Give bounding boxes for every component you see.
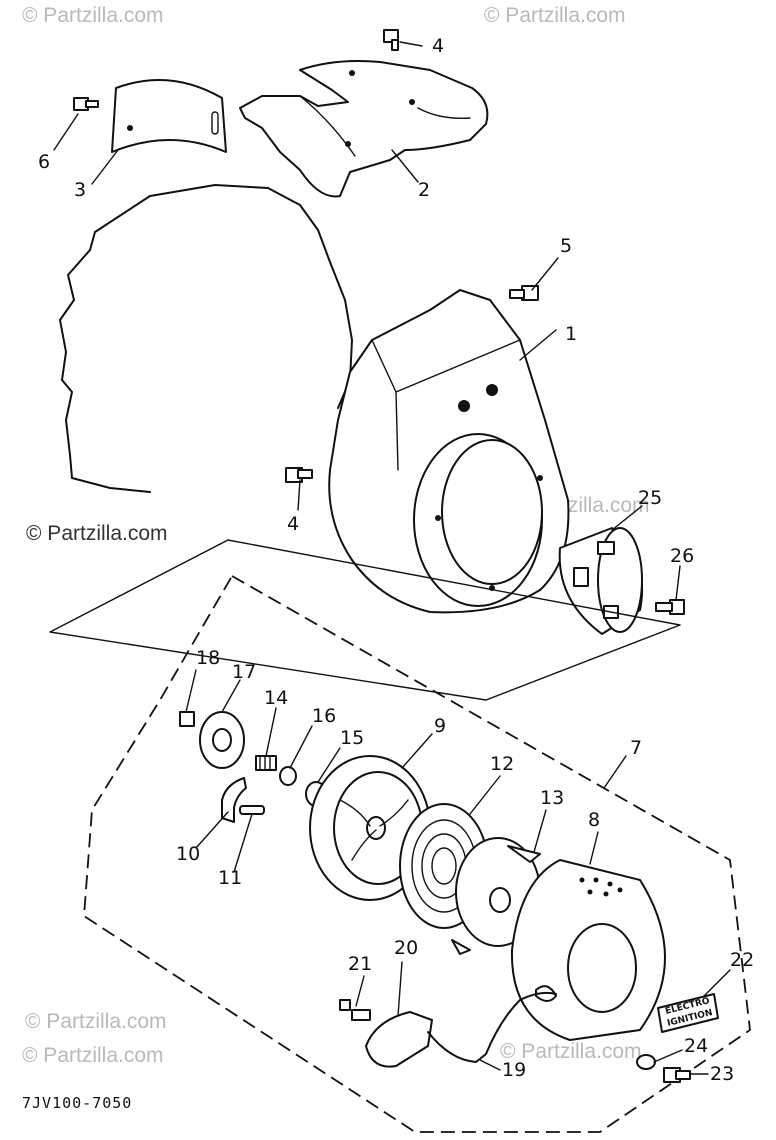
callout-1: 1 [565, 323, 577, 345]
watermark-top-left: © Partzilla.com [22, 4, 164, 27]
part-22-decal: ELECTRO IGNITION [657, 993, 719, 1033]
part-17-plate [199, 711, 245, 769]
part-2-top-cover [239, 60, 489, 198]
callout-7: 7 [630, 737, 642, 759]
callout-3: 3 [74, 179, 86, 201]
callout-20: 20 [394, 937, 418, 959]
callout-21: 21 [348, 953, 372, 975]
watermark-bottom-mid: © Partzilla.com [25, 1010, 167, 1033]
watermark-bottom-right: © Partzilla.com [500, 1040, 642, 1063]
part-2-hole-a [349, 70, 355, 76]
part-2-fold-line [299, 95, 471, 157]
callout-19: 19 [502, 1059, 526, 1081]
part-11-pin [239, 805, 265, 815]
callout-18: 18 [196, 647, 220, 669]
engine-block-outline [59, 184, 353, 493]
callout-17: 17 [232, 661, 256, 683]
callout-13: 13 [540, 787, 564, 809]
watermark-main: © Partzilla.com [26, 522, 168, 545]
callout-16: 16 [312, 705, 336, 727]
part-18-nut [179, 711, 195, 727]
part-14-spring [255, 755, 277, 771]
callout-26: 26 [670, 545, 694, 567]
part-4-top-bolt [383, 29, 399, 51]
recoil-assembly-boundary [83, 574, 751, 1133]
part-3-slot [211, 111, 219, 135]
part-1-fan-housing [328, 289, 570, 614]
part-23-bolt [663, 1067, 691, 1083]
callout-15: 15 [340, 727, 364, 749]
part-20-handle [365, 1011, 433, 1068]
callout-10: 10 [176, 843, 200, 865]
part-19-rope [427, 991, 557, 1063]
callout-11: 11 [218, 867, 242, 889]
part-4-left-bolt [285, 467, 313, 483]
callout-9: 9 [434, 715, 446, 737]
part-21-rope-end [339, 999, 371, 1021]
part-3-hole [127, 125, 133, 131]
part-3-shield [111, 79, 227, 153]
diagram-code: 7JV100-7050 [22, 1094, 132, 1112]
callout-4-top: 4 [432, 35, 444, 57]
part-6-bolt [73, 97, 99, 111]
part-16-collar [279, 766, 297, 786]
part-25-pulley-cup [558, 527, 644, 635]
callout-23: 23 [710, 1063, 734, 1085]
watermark-bottom-left: © Partzilla.com [22, 1044, 164, 1067]
callout-24: 24 [684, 1035, 708, 1057]
callout-14: 14 [264, 687, 288, 709]
part-10-ratchet [221, 777, 247, 823]
alignment-guide-lines [49, 539, 681, 701]
part-26-bolt [655, 599, 685, 615]
part-2-hole-b [409, 99, 415, 105]
callout-12: 12 [490, 753, 514, 775]
callout-8: 8 [588, 809, 600, 831]
callout-22: 22 [730, 949, 754, 971]
part-8-starter-case [510, 859, 666, 1041]
watermark-top-right: © Partzilla.com [484, 4, 626, 27]
callout-4-left: 4 [287, 513, 299, 535]
callout-6: 6 [38, 151, 50, 173]
callout-25: 25 [638, 487, 662, 509]
callout-5: 5 [560, 235, 572, 257]
callout-2: 2 [418, 179, 430, 201]
part-24-washer [636, 1054, 656, 1070]
part-2-hole-c [345, 141, 351, 147]
leader-lines [53, 41, 731, 1075]
part-5-bolt [509, 285, 539, 301]
